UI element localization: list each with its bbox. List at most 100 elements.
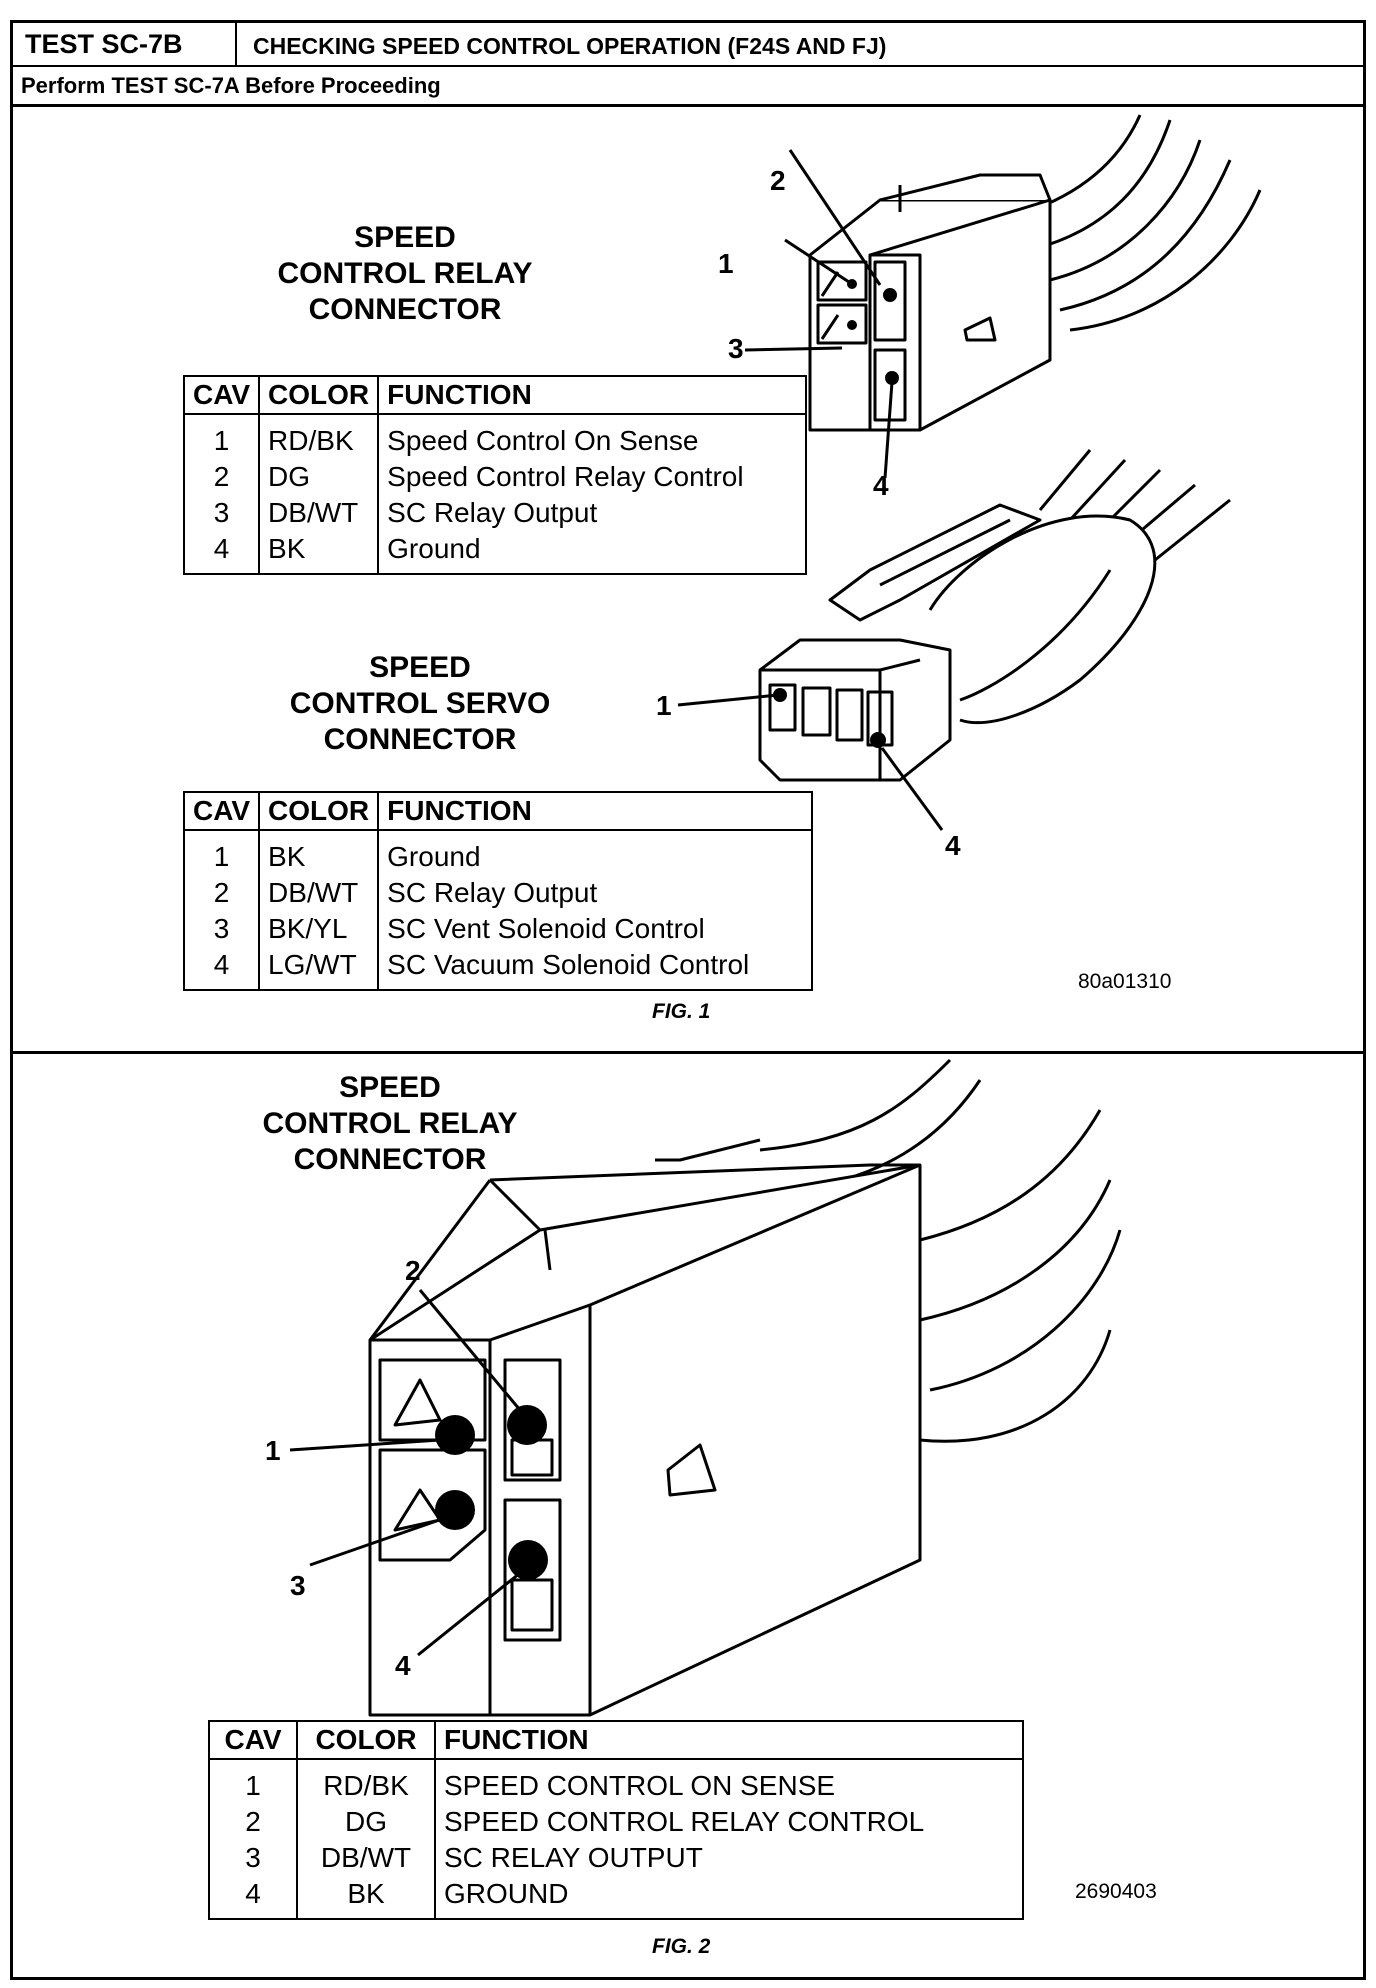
table-row: 3 DB/WT SC Relay Output bbox=[182, 495, 808, 531]
cell-cav: 3 bbox=[182, 495, 261, 531]
fig1-relay-callout-3: 3 bbox=[728, 333, 744, 364]
table-row: 1 RD/BK Speed Control On Sense bbox=[182, 414, 808, 459]
col-function: FUNCTION bbox=[434, 1720, 1024, 1760]
cell-color: BK bbox=[258, 531, 380, 575]
cell-function: SC Vent Solenoid Control bbox=[377, 911, 814, 947]
fig2-callout-4: 4 bbox=[395, 1650, 411, 1681]
fig2-callout-2: 2 bbox=[405, 1255, 421, 1286]
col-function: FUNCTION bbox=[377, 791, 814, 831]
servo-connector-label: SPEED CONTROL SERVO CONNECTOR bbox=[270, 650, 570, 758]
table-row: 2 DB/WT SC Relay Output bbox=[182, 875, 814, 911]
figure-divider bbox=[13, 1051, 1363, 1054]
cell-cav: 2 bbox=[182, 875, 261, 911]
cell-function: SC Relay Output bbox=[377, 495, 808, 531]
test-id: TEST SC-7B bbox=[13, 23, 237, 65]
servo-label-line: CONTROL SERVO bbox=[289, 687, 551, 720]
col-cav: CAV bbox=[182, 375, 261, 415]
cell-function: SPEED CONTROL RELAY CONTROL bbox=[434, 1804, 1024, 1840]
cell-function: SC Vacuum Solenoid Control bbox=[377, 947, 814, 991]
fig1-servo-pin-dots bbox=[773, 688, 886, 748]
cell-color: RD/BK bbox=[258, 414, 380, 459]
header-row: TEST SC-7B CHECKING SPEED CONTROL OPERAT… bbox=[13, 23, 1363, 67]
relay-pinout-table: CAV COLOR FUNCTION 1 RD/BK Speed Control… bbox=[182, 375, 808, 575]
table-row: 1 BK Ground bbox=[182, 830, 814, 875]
table-row: 3 DB/WT SC RELAY OUTPUT bbox=[208, 1840, 1024, 1876]
table-row: 4 BK Ground bbox=[182, 531, 808, 575]
fig2-caption: FIG. 2 bbox=[652, 1935, 711, 1958]
col-color: COLOR bbox=[258, 375, 380, 415]
fig1-ref-code: 80a01310 bbox=[1078, 970, 1172, 993]
col-function: FUNCTION bbox=[377, 375, 808, 415]
cell-function: Ground bbox=[377, 830, 814, 875]
table-row: 4 LG/WT SC Vacuum Solenoid Control bbox=[182, 947, 814, 991]
servo-label-line: CONNECTOR bbox=[323, 723, 517, 756]
fig1-servo-callout-4: 4 bbox=[945, 830, 961, 861]
cell-color: DG bbox=[258, 459, 380, 495]
cell-color: BK/YL bbox=[258, 911, 380, 947]
cell-color: DB/WT bbox=[258, 495, 380, 531]
relay-connector-label: SPEED CONTROL RELAY CONNECTOR bbox=[255, 220, 555, 328]
fig2-pinout-table: CAV COLOR FUNCTION 1 RD/BK SPEED CONTROL… bbox=[208, 1720, 1024, 1920]
cell-cav: 2 bbox=[182, 459, 261, 495]
cell-function: GROUND bbox=[434, 1876, 1024, 1920]
cell-cav: 1 bbox=[182, 414, 261, 459]
fig2-relay-connector-drawing bbox=[368, 1058, 1122, 1717]
fig2-ref-code: 2690403 bbox=[1075, 1880, 1157, 1903]
cell-cav: 2 bbox=[208, 1804, 298, 1840]
col-color: COLOR bbox=[296, 1720, 436, 1760]
cell-function: Speed Control On Sense bbox=[377, 414, 808, 459]
fig2-callout-3: 3 bbox=[290, 1570, 306, 1601]
table-row: 2 DG Speed Control Relay Control bbox=[182, 459, 808, 495]
table-header-row: CAV COLOR FUNCTION bbox=[208, 1720, 1024, 1760]
fig1-relay-callout-1: 1 bbox=[718, 248, 734, 279]
cell-cav: 4 bbox=[182, 531, 261, 575]
prerequisite-note: Perform TEST SC-7A Before Proceeding bbox=[13, 67, 1363, 107]
relay-label-line: CONNECTOR bbox=[308, 293, 502, 326]
cell-cav: 3 bbox=[208, 1840, 298, 1876]
cell-color: LG/WT bbox=[258, 947, 380, 991]
cell-color: BK bbox=[258, 830, 380, 875]
table-header-row: CAV COLOR FUNCTION bbox=[182, 791, 814, 831]
col-color: COLOR bbox=[258, 791, 380, 831]
cell-function: SC Relay Output bbox=[377, 875, 814, 911]
fig1-servo-connector-drawing bbox=[758, 449, 1231, 782]
fig2-label-line: CONNECTOR bbox=[293, 1143, 487, 1176]
fig2-relay-pin-dots bbox=[435, 1405, 548, 1580]
cell-function: SC RELAY OUTPUT bbox=[434, 1840, 1024, 1876]
table-row: 2 DG SPEED CONTROL RELAY CONTROL bbox=[208, 1804, 1024, 1840]
test-title: CHECKING SPEED CONTROL OPERATION (F24S A… bbox=[253, 33, 887, 59]
cell-color: BK bbox=[296, 1876, 436, 1920]
cell-function: Ground bbox=[377, 531, 808, 575]
fig1-caption: FIG. 1 bbox=[652, 1000, 711, 1023]
fig1-relay-callout-4: 4 bbox=[873, 470, 889, 501]
cell-cav: 1 bbox=[208, 1759, 298, 1804]
cell-cav: 4 bbox=[182, 947, 261, 991]
cell-color: RD/BK bbox=[296, 1759, 436, 1804]
fig2-callout-1: 1 bbox=[265, 1435, 281, 1466]
cell-color: DG bbox=[296, 1804, 436, 1840]
fig2-label-line: CONTROL RELAY bbox=[262, 1107, 518, 1140]
test-sheet-frame: TEST SC-7B CHECKING SPEED CONTROL OPERAT… bbox=[10, 20, 1366, 1980]
fig2-label-line: SPEED bbox=[339, 1071, 441, 1104]
table-row: 4 BK GROUND bbox=[208, 1876, 1024, 1920]
fig1-relay-callout-2: 2 bbox=[770, 165, 786, 196]
servo-pinout-table: CAV COLOR FUNCTION 1 BK Ground 2 DB/WT S… bbox=[182, 791, 814, 991]
fig2-relay-connector-label: SPEED CONTROL RELAY CONNECTOR bbox=[230, 1070, 550, 1178]
col-cav: CAV bbox=[208, 1720, 298, 1760]
servo-label-line: SPEED bbox=[369, 651, 471, 684]
cell-cav: 1 bbox=[182, 830, 261, 875]
fig1-relay-connector-drawing bbox=[808, 114, 1262, 432]
cell-cav: 4 bbox=[208, 1876, 298, 1920]
relay-label-line: CONTROL RELAY bbox=[277, 257, 533, 290]
table-row: 1 RD/BK SPEED CONTROL ON SENSE bbox=[208, 1759, 1024, 1804]
table-row: 3 BK/YL SC Vent Solenoid Control bbox=[182, 911, 814, 947]
relay-label-line: SPEED bbox=[354, 221, 456, 254]
table-header-row: CAV COLOR FUNCTION bbox=[182, 375, 808, 415]
cell-color: DB/WT bbox=[258, 875, 380, 911]
col-cav: CAV bbox=[182, 791, 261, 831]
cell-color: DB/WT bbox=[296, 1840, 436, 1876]
cell-cav: 3 bbox=[182, 911, 261, 947]
fig1-servo-callout-1: 1 bbox=[656, 690, 672, 721]
cell-function: SPEED CONTROL ON SENSE bbox=[434, 1759, 1024, 1804]
